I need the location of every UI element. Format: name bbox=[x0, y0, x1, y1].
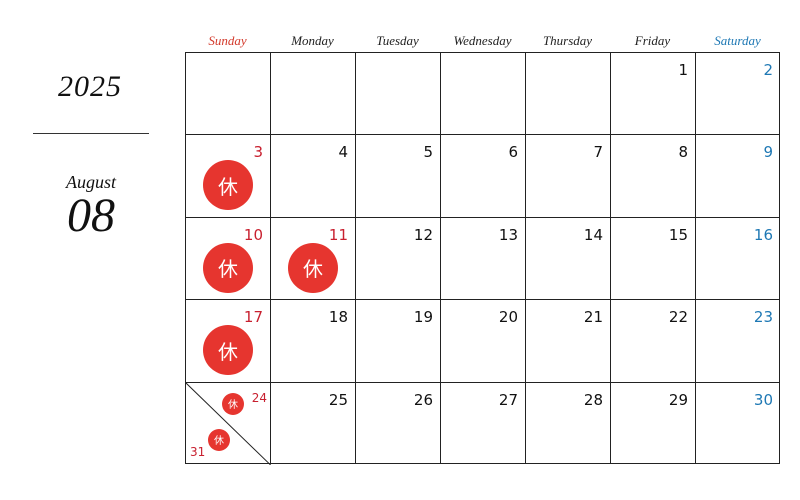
date-number: 28 bbox=[583, 390, 603, 409]
weekday-monday: Monday bbox=[291, 33, 334, 48]
weekday-wednesday: Wednesday bbox=[453, 33, 512, 48]
holiday-badge: 休 bbox=[288, 242, 338, 293]
date-number: 1 bbox=[678, 61, 688, 79]
date-number: 11 bbox=[328, 225, 348, 244]
empty-day-cell bbox=[441, 53, 526, 135]
date-number: 2 bbox=[763, 61, 773, 79]
holiday-badge: 休 bbox=[203, 160, 253, 211]
grid-row-line bbox=[186, 381, 779, 383]
month-sidebar: 2025 August 08 bbox=[0, 0, 180, 500]
grid-column-line bbox=[695, 53, 696, 463]
month-number-label: 08 bbox=[67, 189, 115, 242]
day-cell-25[interactable]: 25 bbox=[271, 383, 356, 465]
date-number: 17 bbox=[243, 308, 263, 327]
grid-column-line bbox=[525, 53, 526, 463]
date-number: 15 bbox=[668, 225, 688, 244]
grid-column-line bbox=[610, 53, 611, 463]
day-cell-5[interactable]: 5 bbox=[356, 135, 441, 217]
day-cell-28[interactable]: 28 bbox=[526, 383, 611, 465]
weekday-tuesday: Tuesday bbox=[376, 33, 419, 48]
day-cell-9[interactable]: 9 bbox=[696, 135, 781, 217]
date-number: 27 bbox=[498, 390, 518, 409]
day-cell-15[interactable]: 15 bbox=[611, 218, 696, 300]
date-number-overflow: 31 bbox=[190, 444, 206, 459]
grid-row-line bbox=[186, 134, 779, 136]
weekday-thursday: Thursday bbox=[542, 33, 593, 48]
day-cell-8[interactable]: 8 bbox=[611, 135, 696, 217]
holiday-badge: 休 bbox=[208, 428, 230, 451]
date-number: 10 bbox=[243, 225, 263, 244]
grid-column-line bbox=[355, 53, 356, 463]
weekday-friday: Friday bbox=[634, 33, 671, 48]
split-diagonal bbox=[186, 382, 271, 465]
date-number: 12 bbox=[413, 225, 433, 244]
empty-day-cell bbox=[356, 53, 441, 135]
date-number: 5 bbox=[423, 143, 433, 162]
day-cell-18[interactable]: 18 bbox=[271, 300, 356, 382]
day-cell-19[interactable]: 19 bbox=[356, 300, 441, 382]
day-cell-4[interactable]: 4 bbox=[271, 135, 356, 217]
holiday-badge: 休 bbox=[222, 392, 244, 415]
date-number: 6 bbox=[508, 143, 518, 162]
date-number: 16 bbox=[753, 225, 773, 244]
day-cell-20[interactable]: 20 bbox=[441, 300, 526, 382]
sidebar-divider bbox=[33, 133, 149, 134]
day-cell-2[interactable]: 2 bbox=[696, 53, 781, 135]
day-cell-1[interactable]: 1 bbox=[611, 53, 696, 135]
weekday-sunday: Sunday bbox=[208, 33, 247, 48]
date-number: 22 bbox=[668, 308, 688, 327]
day-cell-21[interactable]: 21 bbox=[526, 300, 611, 382]
empty-day-cell bbox=[526, 53, 611, 135]
grid-column-line bbox=[270, 53, 271, 463]
day-cell-27[interactable]: 27 bbox=[441, 383, 526, 465]
date-number: 14 bbox=[583, 225, 603, 244]
date-number: 25 bbox=[328, 390, 348, 409]
date-number: 4 bbox=[338, 143, 348, 162]
day-cell-23[interactable]: 23 bbox=[696, 300, 781, 382]
date-number: 19 bbox=[413, 308, 433, 327]
day-cell-16[interactable]: 16 bbox=[696, 218, 781, 300]
date-number: 9 bbox=[763, 143, 773, 162]
day-cell-29[interactable]: 29 bbox=[611, 383, 696, 465]
date-number: 3 bbox=[253, 143, 263, 162]
day-cell-7[interactable]: 7 bbox=[526, 135, 611, 217]
date-number: 13 bbox=[498, 225, 518, 244]
day-cell-6[interactable]: 6 bbox=[441, 135, 526, 217]
day-cell-14[interactable]: 14 bbox=[526, 218, 611, 300]
date-number: 29 bbox=[668, 390, 688, 409]
date-number: 20 bbox=[498, 308, 518, 327]
date-number: 18 bbox=[328, 308, 348, 327]
date-number: 7 bbox=[593, 143, 603, 162]
day-cell-22[interactable]: 22 bbox=[611, 300, 696, 382]
weekday-saturday: Saturday bbox=[714, 33, 761, 48]
empty-day-cell bbox=[271, 53, 356, 135]
date-number: 21 bbox=[583, 308, 603, 327]
grid-column-line bbox=[440, 53, 441, 463]
holiday-badge: 休 bbox=[203, 242, 253, 293]
date-number: 26 bbox=[413, 390, 433, 409]
year-label: 2025 bbox=[58, 70, 122, 103]
empty-day-cell bbox=[186, 53, 271, 135]
date-number: 8 bbox=[678, 143, 688, 162]
day-cell-26[interactable]: 26 bbox=[356, 383, 441, 465]
day-cell-13[interactable]: 13 bbox=[441, 218, 526, 300]
day-cell-12[interactable]: 12 bbox=[356, 218, 441, 300]
holiday-badge: 休 bbox=[203, 325, 253, 376]
date-number: 30 bbox=[753, 390, 773, 409]
grid-row-line bbox=[186, 216, 779, 218]
grid-row-line bbox=[186, 299, 779, 301]
month-name-label: August bbox=[65, 172, 116, 192]
date-number: 24 bbox=[251, 390, 267, 405]
date-number: 23 bbox=[753, 308, 773, 327]
day-cell-30[interactable]: 30 bbox=[696, 383, 781, 465]
